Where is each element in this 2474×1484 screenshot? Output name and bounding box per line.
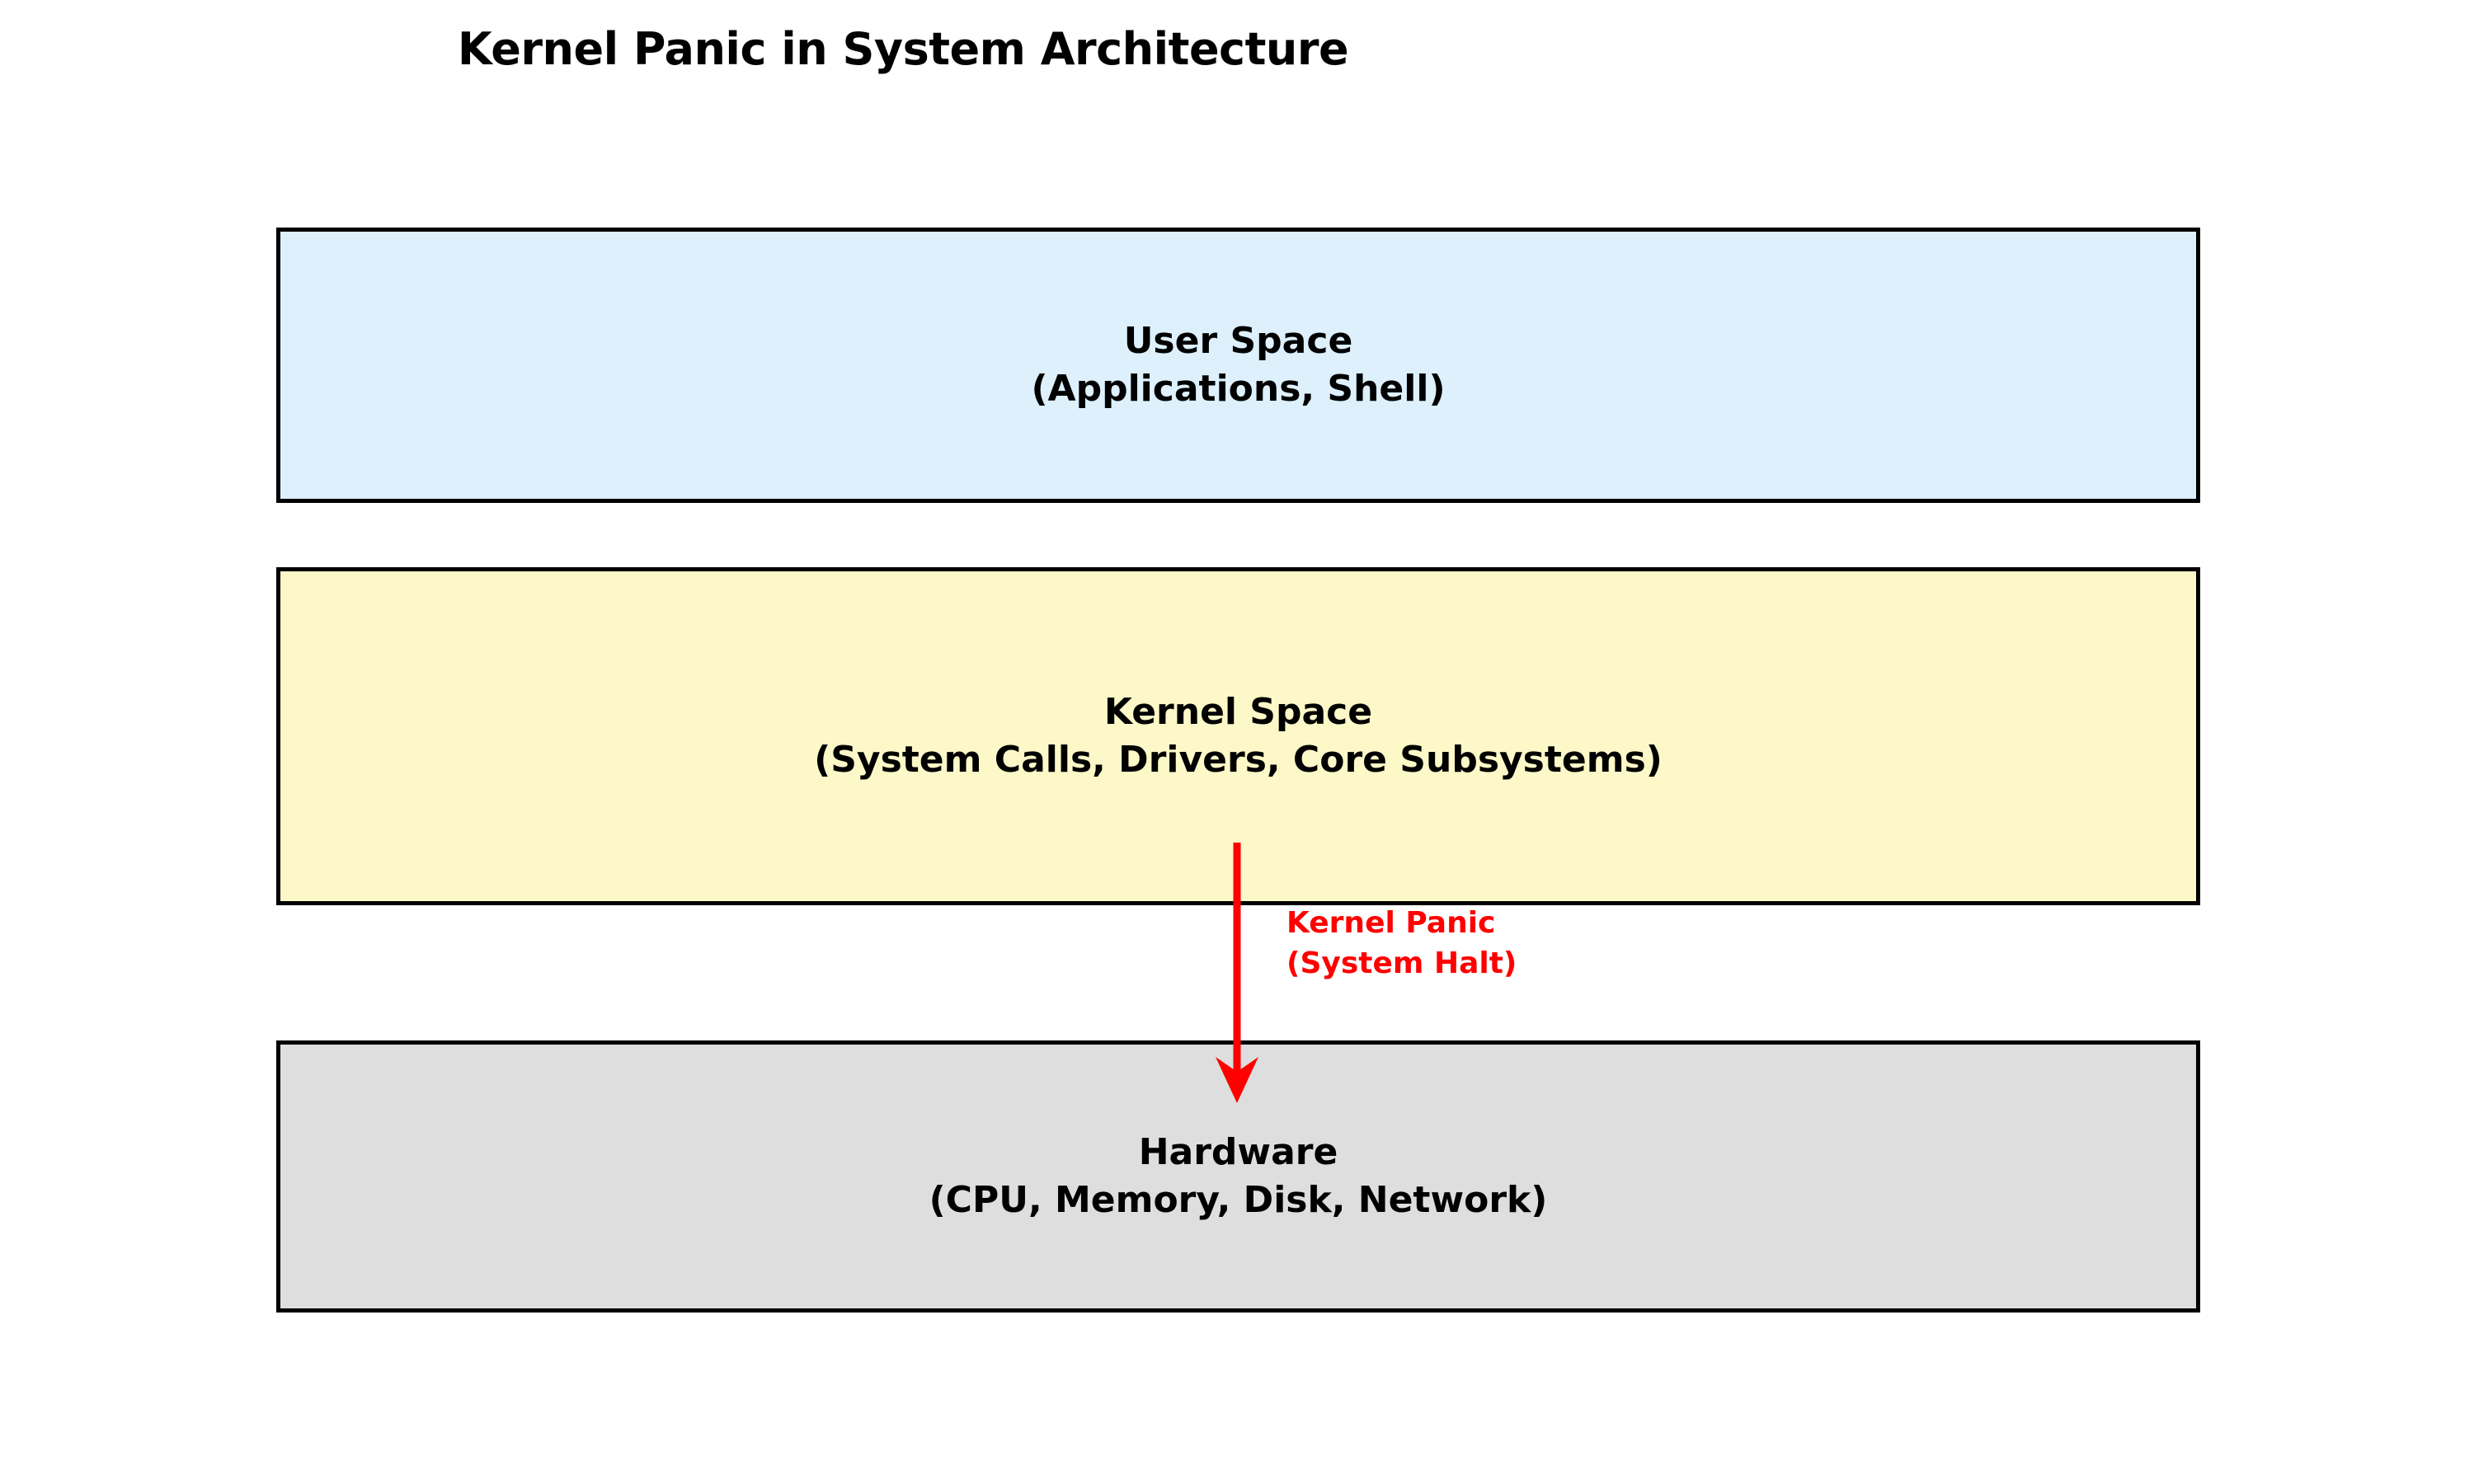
page-title: Kernel Panic in System Architecture	[457, 23, 1349, 75]
layer-box-kernel-space: Kernel Space (System Calls, Drivers, Cor…	[276, 567, 2200, 905]
layer-detail-user-space: (Applications, Shell)	[1031, 368, 1446, 410]
layer-detail-kernel-space: (System Calls, Drivers, Core Subsystems)	[814, 739, 1663, 781]
layer-box-hardware: Hardware (CPU, Memory, Disk, Network)	[276, 1040, 2200, 1313]
layer-title-hardware: Hardware	[1138, 1130, 1338, 1173]
kernel-panic-annotation: Kernel Panic (System Halt)	[1286, 904, 1517, 984]
layer-title-user-space: User Space	[1123, 319, 1353, 362]
kernel-panic-label-line2: (System Halt)	[1286, 946, 1517, 980]
layer-title-kernel-space: Kernel Space	[1103, 690, 1373, 733]
layer-detail-hardware: (CPU, Memory, Disk, Network)	[929, 1179, 1548, 1221]
kernel-panic-label-line1: Kernel Panic	[1286, 906, 1496, 940]
layer-box-user-space: User Space (Applications, Shell)	[276, 228, 2200, 503]
